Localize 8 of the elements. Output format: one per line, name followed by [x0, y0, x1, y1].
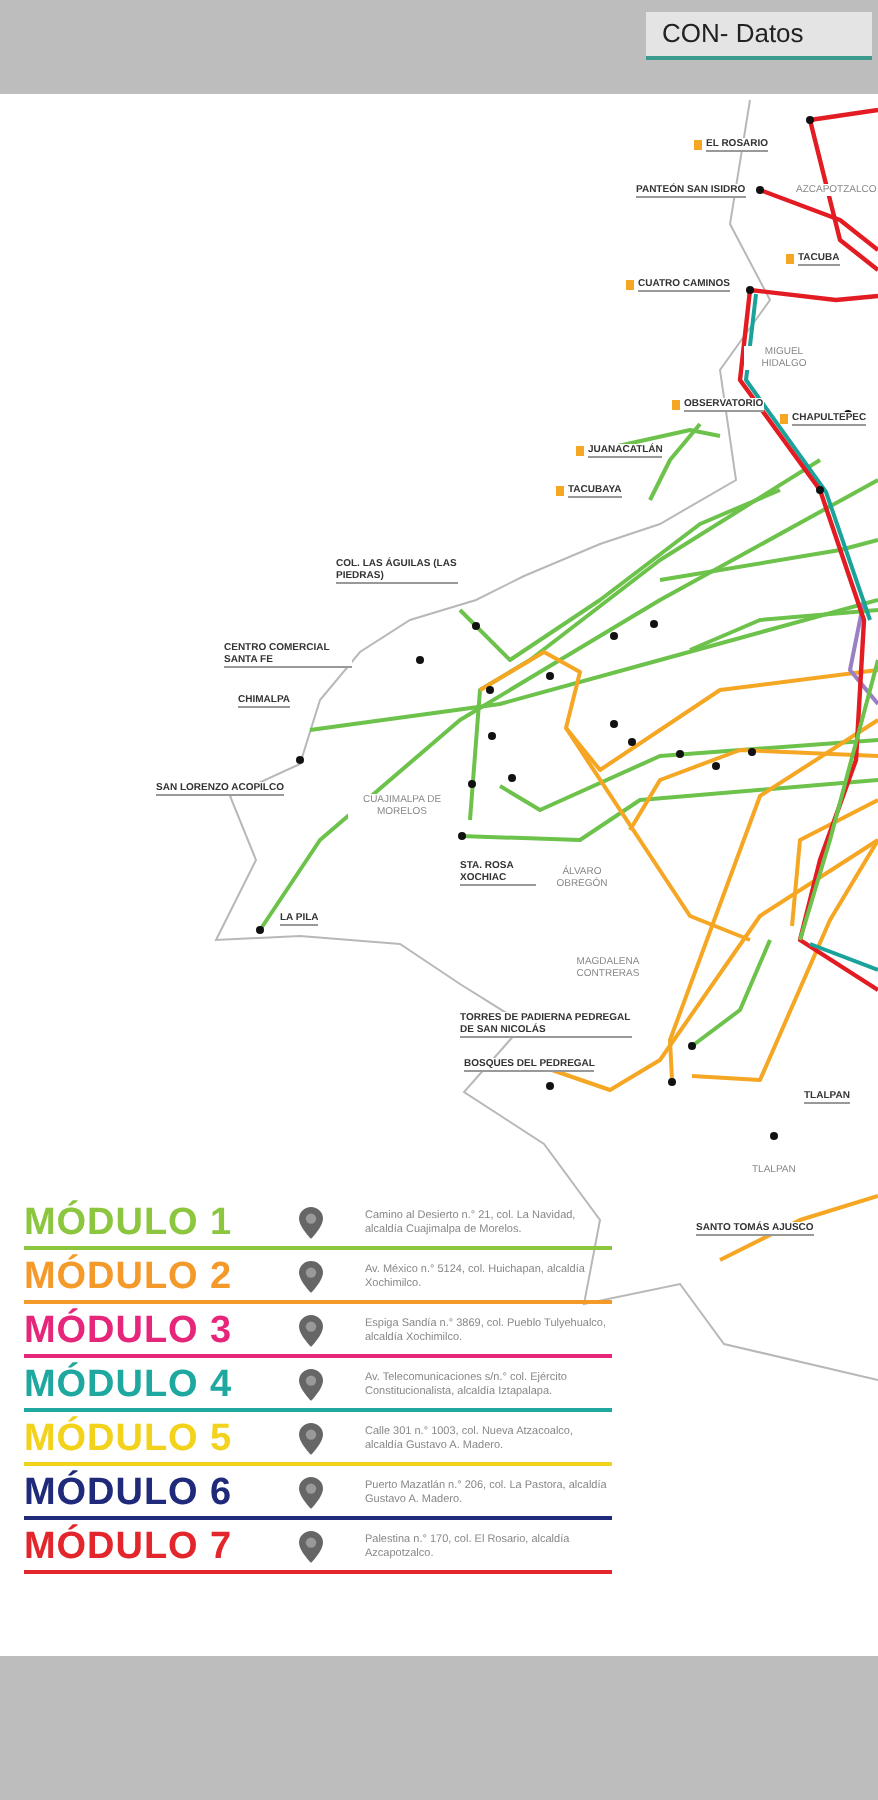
module-title: MÓDULO 5	[24, 1417, 235, 1461]
data-button: CON- Datos	[646, 12, 872, 60]
module-title: MÓDULO 2	[24, 1255, 235, 1299]
module-title: MÓDULO 6	[24, 1471, 235, 1515]
module-title: MÓDULO 7	[24, 1525, 235, 1569]
module-title: MÓDULO 3	[24, 1309, 235, 1353]
module-title: MÓDULO 4	[24, 1363, 235, 1407]
module-title: MÓDULO 1	[24, 1201, 235, 1245]
